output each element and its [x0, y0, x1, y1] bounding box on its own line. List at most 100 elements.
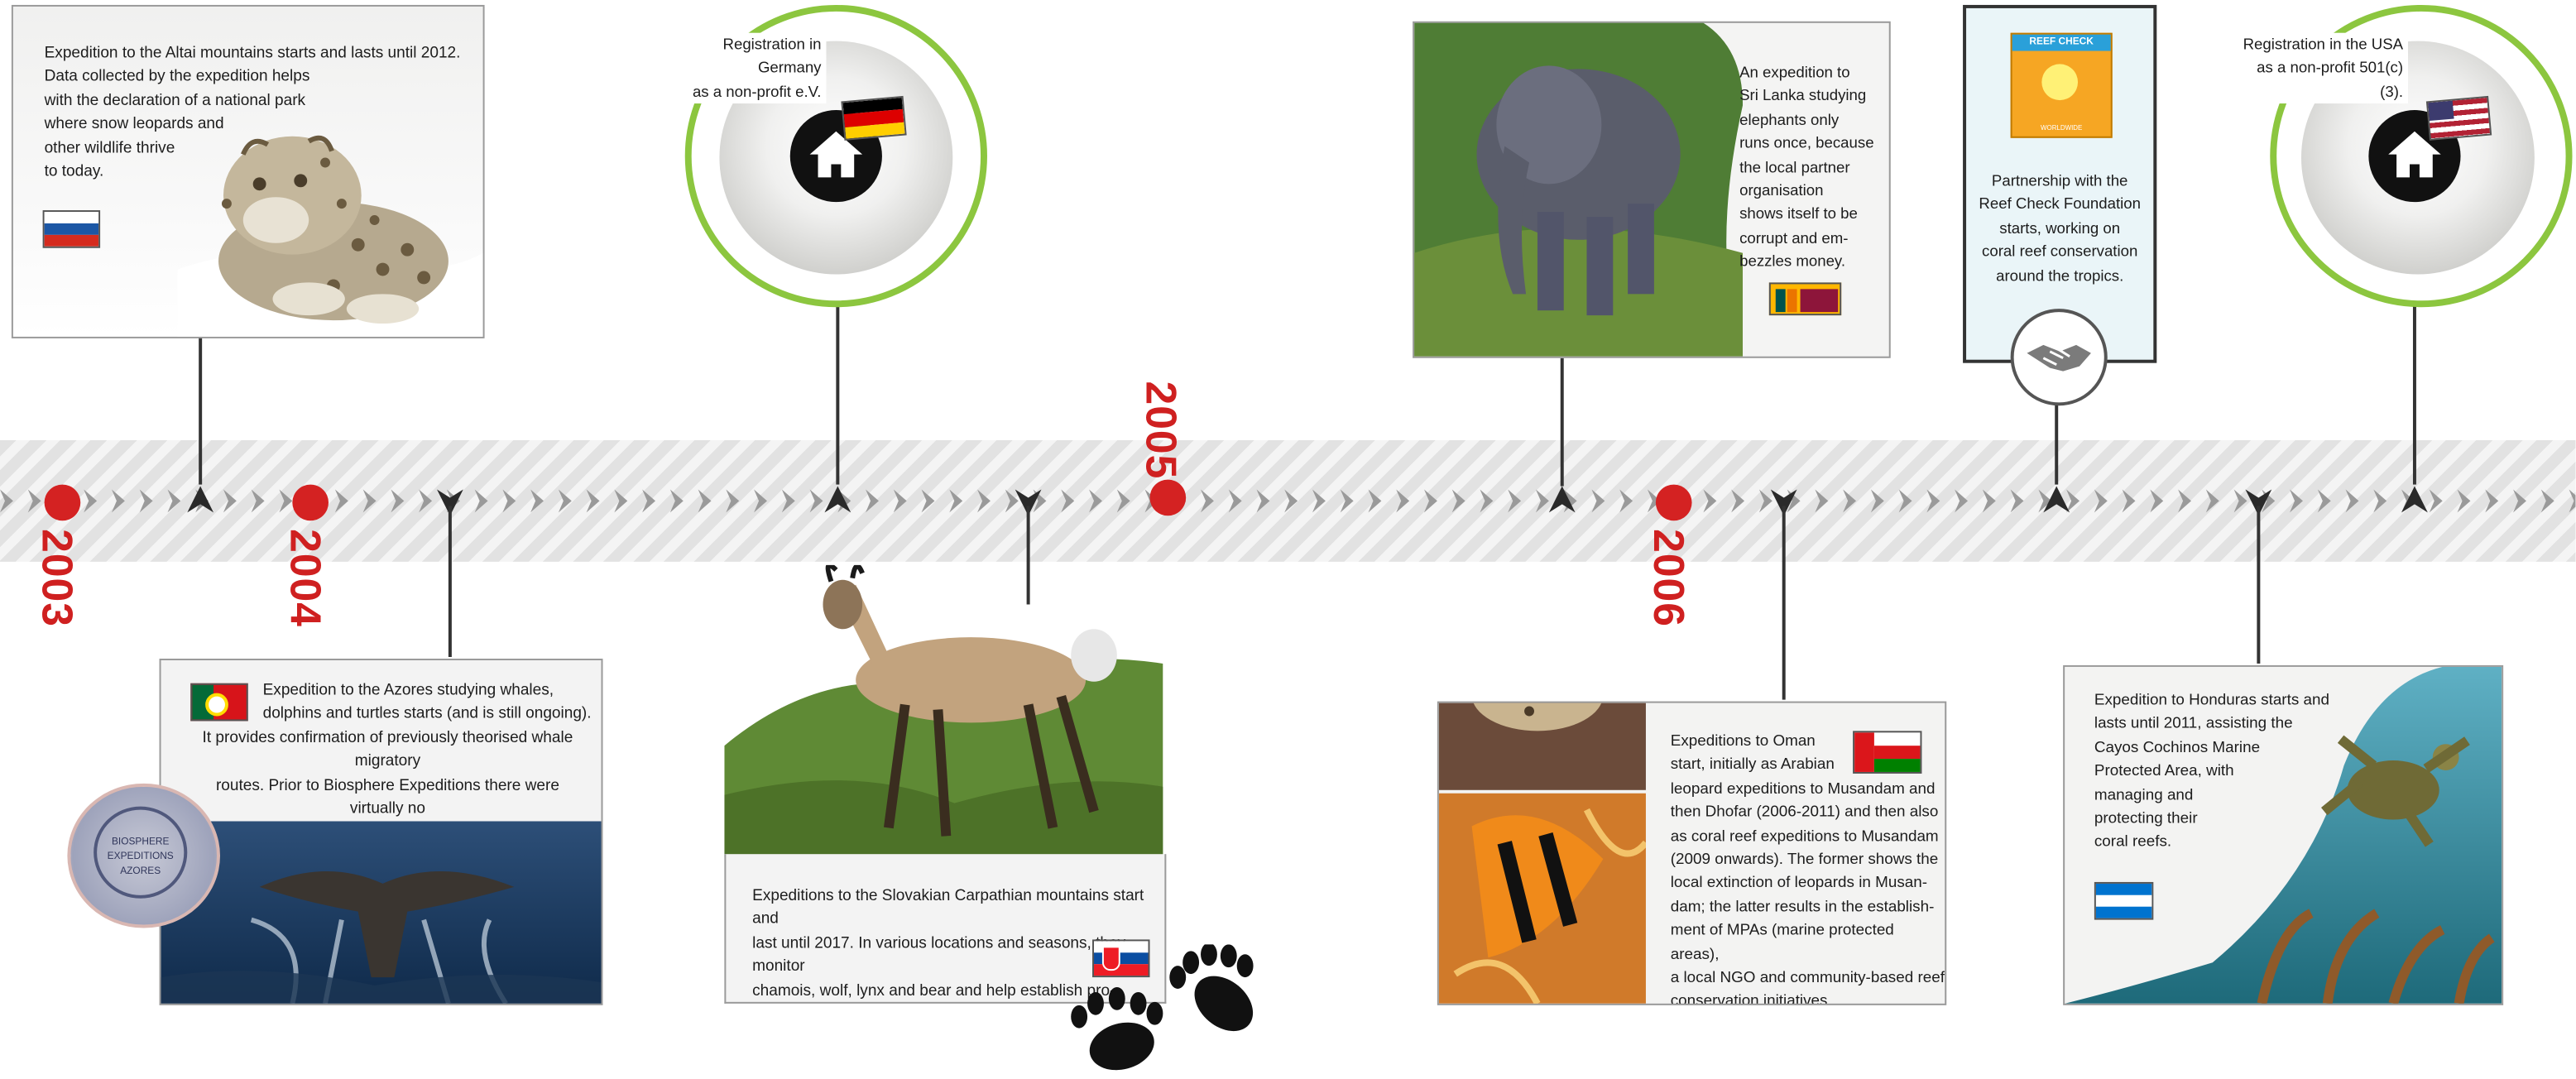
- card-srilanka: An expedition to Sri Lanka studying elep…: [1413, 21, 1891, 358]
- timeline-chevron: [1423, 489, 1437, 513]
- reefcheck-logo-sub: WORLDWIDE: [2041, 122, 2083, 132]
- pointer-down-icon: [1770, 489, 1797, 516]
- timeline-chevron: [0, 489, 13, 513]
- oman-text: Expeditions to Oman start, initially as …: [1670, 732, 1945, 1005]
- timeline-chevron: [726, 489, 740, 513]
- timeline-chevron: [2513, 489, 2526, 513]
- timeline-chevron: [2178, 489, 2191, 513]
- home-icon-germany: [789, 109, 882, 203]
- year-dot-2003: [44, 484, 81, 521]
- timeline-chevron: [1312, 489, 1326, 513]
- timeline-chevron: [1284, 489, 1298, 513]
- connector-altai: [199, 336, 203, 485]
- timeline-chevron: [1591, 489, 1605, 513]
- germany-flag: [841, 95, 907, 141]
- oman-flag: [1853, 731, 1922, 774]
- timeline-chevron: [2205, 489, 2219, 513]
- year-label-2004: 2004: [281, 529, 330, 627]
- reefcheck-text: Partnership with the Reef Check Foundati…: [1979, 170, 2141, 284]
- usa-text: Registration in the USA as a non-profit …: [2233, 32, 2409, 104]
- timeline-chevron: [2122, 489, 2136, 513]
- timeline-chevron: [809, 489, 823, 513]
- timeline-chevron: [2233, 489, 2247, 513]
- card-slovakia: Expeditions to the Slovakian Carpathian …: [724, 854, 1167, 1004]
- timeline-chevron: [949, 489, 963, 513]
- leopard-and-fish-photo: [1438, 703, 1646, 1004]
- timeline-chevron: [1982, 489, 1996, 513]
- timeline-chevron: [2010, 489, 2024, 513]
- timeline-chevron: [698, 489, 712, 513]
- card-reefcheck: REEF CHECK WORLDWIDE Partnership with th…: [1963, 4, 2157, 363]
- timeline-chevron: [1758, 489, 1772, 513]
- timeline-chevron: [2066, 489, 2080, 513]
- timeline-chevron: [754, 489, 767, 513]
- srilanka-flag: [1768, 282, 1842, 316]
- timeline-chevron: [1535, 489, 1549, 513]
- timeline-chevron: [279, 489, 293, 513]
- pointer-down-icon: [2245, 489, 2272, 516]
- timeline-chevron: [586, 489, 600, 513]
- timeline-chevron: [251, 489, 265, 513]
- timeline-chevron: [1703, 489, 1717, 513]
- timeline-chevron: [1451, 489, 1465, 513]
- timeline-chevron: [1815, 489, 1829, 513]
- russia-flag: [42, 210, 101, 248]
- timeline-chevron: [334, 489, 348, 513]
- germany-text: Registration in Germany as a non-profit …: [652, 32, 827, 104]
- timeline-chevron: [2373, 489, 2387, 513]
- slovakia-flag: [1092, 939, 1150, 978]
- timeline-chevron: [530, 489, 544, 513]
- connector-reefcheck: [2055, 399, 2059, 485]
- timeline-chevron: [2094, 489, 2108, 513]
- sea-turtle-photo: [2065, 666, 2502, 1004]
- timeline-chevron: [2317, 489, 2331, 513]
- timeline-chevron: [474, 489, 488, 513]
- timeline-chevron: [921, 489, 935, 513]
- timeline-chevron: [781, 489, 795, 513]
- timeline-chevron: [1396, 489, 1410, 513]
- connector-slovakia: [1026, 506, 1030, 605]
- connector-oman: [1782, 506, 1786, 700]
- timeline-chevron: [1201, 489, 1214, 513]
- connector-srilanka: [1560, 357, 1564, 487]
- timeline-chevron: [1256, 489, 1270, 513]
- timeline-chevron: [391, 489, 405, 513]
- portugal-flag: [190, 683, 248, 722]
- chamois-photo: [724, 564, 1163, 858]
- pointer-down-icon: [437, 489, 463, 516]
- year-label-2003: 2003: [32, 529, 83, 627]
- connector-azores: [448, 506, 452, 657]
- pointer-up-icon: [1548, 486, 1576, 513]
- card-azores: Expedition to the Azores studying whales…: [159, 658, 603, 1005]
- elephant-photo: [1414, 22, 1744, 357]
- stamp-text: BIOSPHERE EXPEDITIONS AZORES: [94, 806, 188, 899]
- pointer-up-icon: [187, 486, 214, 513]
- timeline-chevron: [419, 489, 433, 513]
- timeline-chevron: [1926, 489, 1940, 513]
- timeline-chevron: [614, 489, 628, 513]
- whale-tail-photo: [161, 821, 602, 1004]
- timeline-chevron: [2290, 489, 2303, 513]
- timeline-chevron: [2150, 489, 2164, 513]
- timeline-chevron: [669, 489, 684, 513]
- timeline-chevron: [1005, 489, 1019, 513]
- honduras-flag: [2094, 881, 2154, 920]
- timeline-chevron: [1870, 489, 1884, 513]
- year-label-2005: 2005: [1136, 381, 1187, 480]
- bear-paw-icon: [1071, 944, 1254, 1071]
- timeline-chevron: [1898, 489, 1912, 513]
- timeline-arrows: [0, 486, 2576, 516]
- connector-usa: [2412, 210, 2416, 485]
- timeline-chevron: [223, 489, 237, 513]
- timeline-chevron: [1116, 489, 1130, 513]
- timeline-chevron: [977, 489, 991, 513]
- honduras-text: Expedition to Honduras starts and lasts …: [2094, 691, 2329, 852]
- usa-flag: [2425, 95, 2492, 141]
- timeline-chevron: [1089, 489, 1102, 513]
- timeline-chevron: [642, 489, 656, 513]
- srilanka-text: An expedition to Sri Lanka studying elep…: [1739, 62, 1874, 271]
- timeline-chevron: [2540, 489, 2554, 513]
- timeline-chevron: [139, 489, 153, 513]
- timeline-chevron: [1480, 489, 1494, 513]
- azores-text-1: Expedition to the Azores studying whales…: [262, 681, 592, 724]
